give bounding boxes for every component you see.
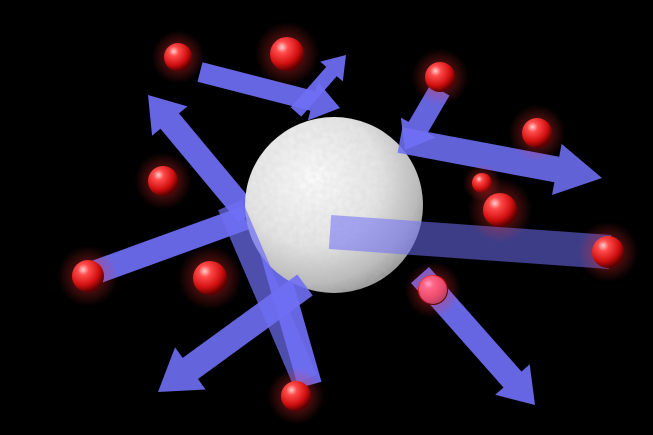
arrows-in-front-of-sphere	[158, 127, 612, 392]
small-particles	[57, 21, 639, 425]
red-particle-icon	[270, 37, 304, 71]
red-particle-icon	[281, 381, 311, 411]
velocity-arrow-icon	[290, 55, 346, 117]
red-particle-icon	[522, 118, 552, 148]
red-particle-icon	[425, 62, 455, 92]
red-particle-icon	[419, 276, 447, 304]
velocity-arrow-icon	[83, 206, 250, 287]
velocity-arrow-icon	[148, 95, 258, 223]
velocity-arrow-icon	[328, 215, 612, 269]
red-particle-icon	[164, 43, 192, 71]
red-particle-icon	[148, 166, 178, 196]
red-particle-icon	[592, 236, 624, 268]
velocity-arrow-icon	[218, 199, 317, 386]
large-particle-sphere-icon	[245, 117, 423, 293]
red-particle-icon	[193, 261, 227, 295]
red-particle-icon	[483, 193, 517, 227]
velocity-arrow-icon	[397, 127, 602, 195]
red-particle-icon	[72, 260, 104, 292]
velocity-arrow-icon	[158, 274, 313, 392]
